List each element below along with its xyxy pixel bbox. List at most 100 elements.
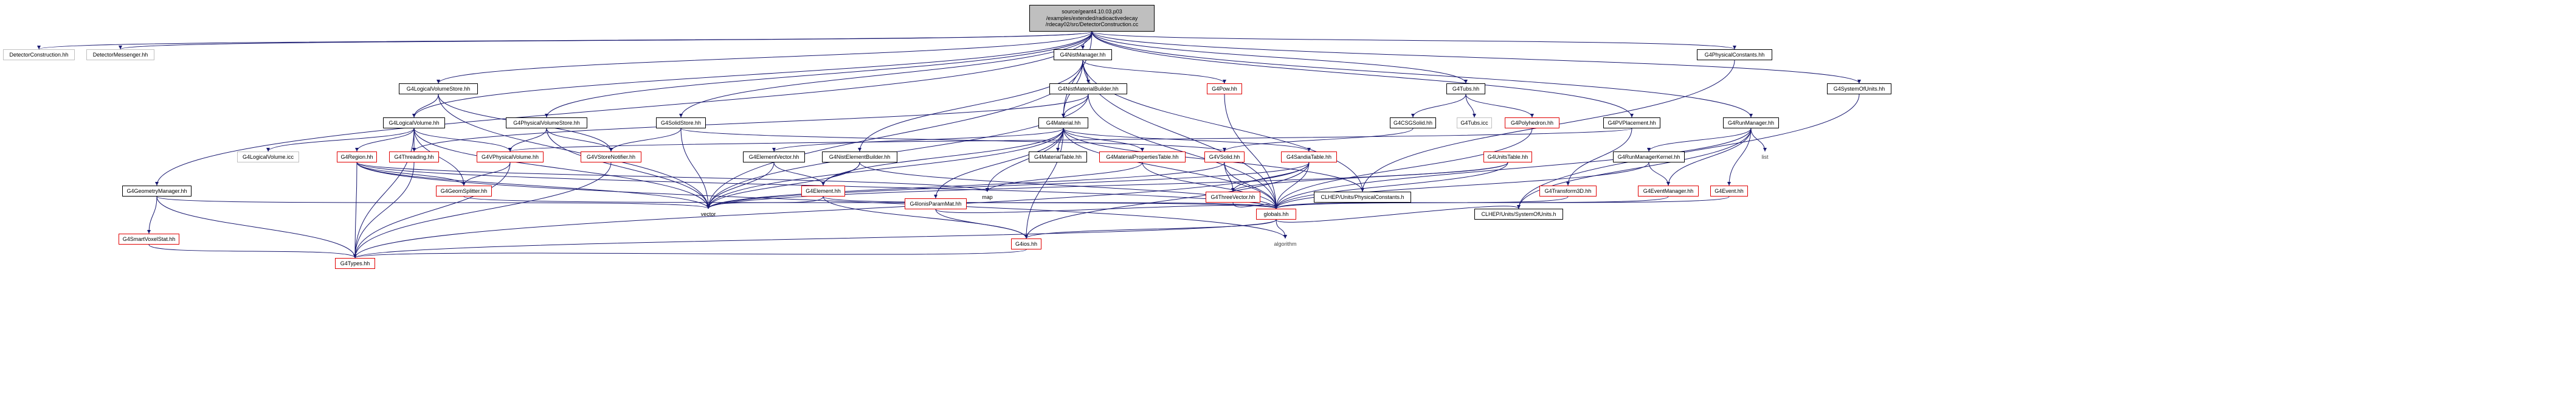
graph-node[interactable]: vector [700, 211, 716, 217]
graph-node[interactable]: G4Threading.hh [389, 152, 439, 162]
include-edge [437, 31, 1093, 84]
graph-node[interactable]: DetectorMessenger.hh [86, 49, 154, 60]
graph-node[interactable]: G4PhysicalConstants.hh [1697, 49, 1772, 60]
include-edge [773, 162, 825, 186]
graph-node[interactable]: G4ios.hh [1011, 239, 1041, 249]
graph-node[interactable]: G4SystemOfUnits.hh [1827, 83, 1891, 94]
graph-node[interactable]: G4GeometryManager.hh [122, 186, 192, 197]
include-edge [1024, 162, 1310, 239]
include-edge [508, 128, 1632, 152]
graph-node[interactable]: G4PVPlacement.hh [1603, 117, 1660, 128]
graph-node[interactable]: G4EventManager.hh [1638, 186, 1699, 197]
graph-node[interactable]: G4Types.hh [335, 258, 375, 269]
graph-node[interactable]: G4ThreeVector.hh [1206, 192, 1260, 203]
graph-node[interactable]: G4Transform3D.hh [1539, 186, 1597, 197]
include-edge [1276, 219, 1287, 239]
include-edge [1082, 60, 1226, 84]
graph-node[interactable]: G4VStoreNotifier.hh [581, 152, 641, 162]
graph-node[interactable]: globals.hh [1256, 209, 1296, 220]
graph-node[interactable]: G4SmartVoxelStat.hh [119, 234, 179, 245]
graph-node[interactable]: G4PhysicalVolumeStore.hh [506, 117, 587, 128]
graph-node[interactable]: G4NistElementBuilder.hh [822, 152, 897, 162]
include-edge [1082, 60, 1364, 192]
graph-node[interactable]: G4Event.hh [1710, 186, 1748, 197]
root-line: source/geant4.10.03.p03 [1062, 8, 1122, 15]
graph-node[interactable]: G4SandiaTable.hh [1281, 152, 1337, 162]
graph-node[interactable]: G4LogicalVolume.hh [383, 117, 445, 128]
include-edge [1274, 128, 1533, 209]
graph-node[interactable]: G4ElementVector.hh [743, 152, 805, 162]
graph-node[interactable]: G4NistMaterialBuilder.hh [1049, 83, 1127, 94]
root-line: /rdecay02/src/DetectorConstruction.cc [1045, 21, 1139, 28]
graph-node[interactable]: G4LogicalVolumeStore.hh [399, 83, 478, 94]
include-edge [1517, 128, 1752, 209]
include-edge [546, 128, 613, 152]
include-edge [1142, 162, 1278, 209]
graph-node[interactable]: G4RunManager.hh [1723, 117, 1779, 128]
graph-node[interactable]: G4MaterialPropertiesTable.hh [1099, 152, 1186, 162]
graph-node[interactable]: G4Material.hh [1038, 117, 1088, 128]
include-edge [1465, 94, 1534, 118]
include-edge [148, 244, 357, 259]
graph-node[interactable]: map [982, 193, 993, 200]
include-edge [1024, 219, 1277, 239]
graph-node[interactable]: CLHEP/Units/SystemOfUnits.h [1474, 209, 1563, 220]
include-edge [1648, 162, 1670, 186]
include-edge [858, 60, 1083, 152]
include-edge [546, 128, 710, 209]
graph-node[interactable]: G4Tubs.hh [1446, 83, 1485, 94]
graph-node[interactable]: G4LogicalVolume.icc [237, 152, 299, 162]
include-edge [1465, 94, 1476, 118]
include-edge [463, 196, 1278, 209]
graph-node[interactable]: G4RunManagerKernel.hh [1613, 152, 1685, 162]
graph-node[interactable]: G4Region.hh [337, 152, 377, 162]
include-edge [119, 31, 1093, 50]
include-edge [1224, 162, 1278, 209]
graph-node[interactable]: G4CSGSolid.hh [1390, 117, 1436, 128]
graph-node[interactable]: G4Pow.hh [1207, 83, 1242, 94]
include-edge [609, 128, 682, 152]
include-edge [1274, 162, 1508, 209]
include-edge [353, 162, 415, 259]
include-edge [412, 31, 1093, 118]
include-edge [1091, 31, 1468, 84]
include-edge [1274, 162, 1310, 209]
include-edge [1063, 128, 1311, 152]
include-edge [706, 162, 775, 209]
include-edge [1091, 31, 1861, 84]
graph-node[interactable]: G4Polyhedron.hh [1505, 117, 1559, 128]
graph-node[interactable]: G4NistManager.hh [1054, 49, 1112, 60]
graph-node[interactable]: G4Tubs.icc [1457, 117, 1492, 128]
include-edge [353, 162, 357, 259]
graph-node[interactable]: G4SolidStore.hh [656, 117, 706, 128]
include-edge [706, 60, 1083, 209]
graph-node[interactable]: CLHEP/Units/PhysicalConstants.h [1314, 192, 1411, 203]
graph-node[interactable]: G4VSolid.hh [1204, 152, 1245, 162]
include-edge [412, 94, 439, 118]
include-edge [353, 249, 1027, 259]
include-edge [353, 128, 415, 259]
graph-node[interactable]: G4GeomSplitter.hh [436, 186, 492, 197]
graph-node[interactable]: G4Element.hh [801, 186, 845, 197]
include-edge [356, 162, 710, 209]
graph-node[interactable]: G4IonisParamMat.hh [905, 198, 967, 209]
include-edge [462, 162, 511, 186]
include-edge [1091, 31, 1753, 118]
include-edge [679, 31, 1093, 118]
graph-node[interactable]: G4VPhysicalVolume.hh [477, 152, 544, 162]
graph-node[interactable]: list [1761, 153, 1769, 160]
root-node[interactable]: source/geant4.10.03.p03 /examples/extend… [1029, 5, 1155, 32]
graph-node[interactable]: DetectorConstruction.hh [3, 49, 75, 60]
include-edge [706, 128, 1064, 209]
graph-node[interactable]: G4MaterialTable.hh [1029, 152, 1087, 162]
include-edge [934, 128, 1064, 199]
graph-node[interactable]: algorithm [1274, 240, 1297, 247]
include-edge [772, 128, 1064, 152]
include-edge [1666, 128, 1752, 186]
graph-node[interactable]: G4UnitsTable.hh [1483, 152, 1532, 162]
include-edge [356, 162, 466, 186]
include-edge [1274, 162, 1649, 209]
include-edge [680, 128, 1226, 152]
